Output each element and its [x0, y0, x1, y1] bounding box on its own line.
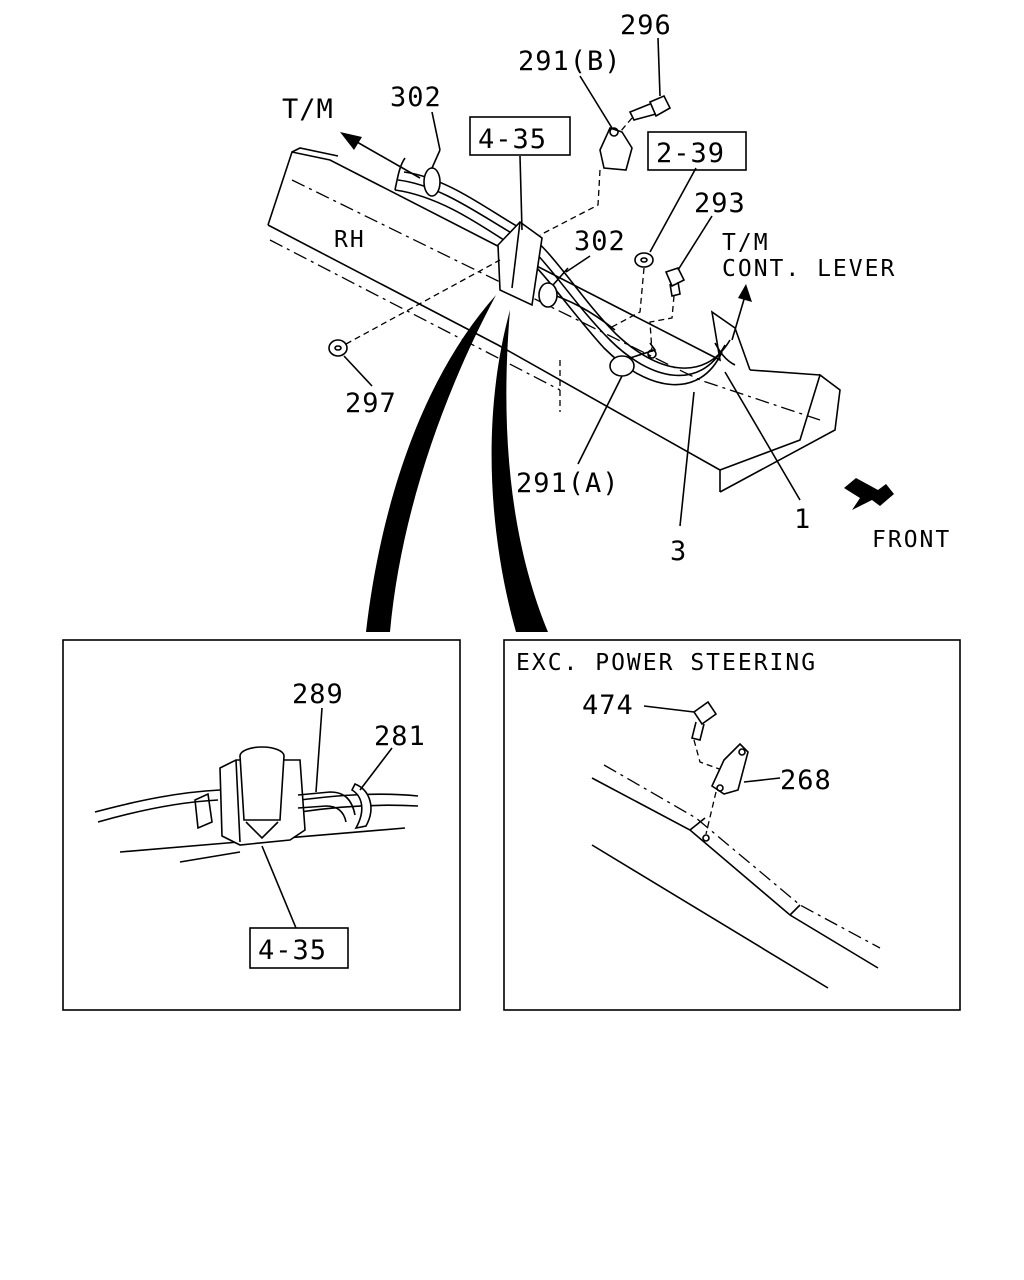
nut-2-39 [609, 252, 654, 329]
callout-297: 297 [345, 388, 397, 419]
frame-rail [267, 147, 841, 493]
callout-4-35: 4-35 [478, 124, 547, 155]
front-label: FRONT [872, 527, 951, 553]
detail-pointer-right [491, 310, 548, 632]
hose-clip-281 [350, 782, 372, 830]
callout-3: 3 [670, 536, 687, 567]
control-cable-bundle [394, 157, 736, 386]
clip-291b [539, 127, 633, 236]
leader-4-35-detail [261, 845, 297, 929]
callout-296: 296 [620, 10, 672, 41]
callout-302-upper: 302 [390, 82, 442, 113]
tm-direction-arrow [340, 132, 421, 179]
callout-289: 289 [292, 679, 344, 710]
callout-4-35-detail: 4-35 [258, 935, 327, 966]
callout-box-4-35 [469, 116, 571, 156]
callout-291a: 291(A) [516, 468, 620, 499]
callout-302-lower: 302 [574, 226, 626, 257]
detail-pointer-left [366, 295, 496, 632]
cont-lever-arrow [731, 284, 752, 341]
main-view: T/M RH [267, 10, 951, 632]
leader-lines [343, 37, 801, 527]
front-arrow [844, 478, 894, 510]
bracket-4-35 [497, 220, 543, 307]
callout-268: 268 [780, 765, 832, 796]
callout-2-39: 2-39 [656, 138, 725, 169]
clip-291a [609, 342, 657, 377]
tm-label: T/M [282, 94, 334, 125]
leader-268 [743, 777, 781, 783]
callout-293: 293 [694, 188, 746, 219]
callout-1: 1 [794, 504, 811, 535]
callout-291b: 291(B) [518, 46, 622, 77]
clamp-302-lower [538, 267, 569, 308]
bracket-268 [702, 742, 749, 842]
callout-box-2-39 [647, 131, 747, 171]
leader-289 [315, 707, 323, 793]
detail-left: 289 281 4-35 [62, 639, 461, 1011]
detail-left-frame [62, 639, 461, 1011]
nut-297 [328, 259, 501, 357]
detail-right: EXC. POWER STEERING 474 268 [503, 639, 961, 1011]
leader-474 [643, 705, 695, 713]
bolt-474 [691, 700, 723, 790]
vacuum-unit-289 [239, 746, 356, 840]
callout-box-4-35-detail [249, 927, 349, 969]
bolt-293 [649, 267, 686, 353]
leader-281 [359, 747, 393, 791]
rh-label: RH [334, 227, 366, 253]
detail-right-frame [503, 639, 961, 1011]
bolt-296 [619, 94, 672, 133]
cont-lever-label-1: T/M [722, 230, 770, 256]
callout-474: 474 [582, 690, 634, 721]
detail-right-title: EXC. POWER STEERING [516, 650, 817, 676]
cont-lever-label-2: CONT. LEVER [722, 256, 896, 282]
clamp-302-upper [423, 149, 441, 197]
callout-281: 281 [374, 721, 426, 752]
